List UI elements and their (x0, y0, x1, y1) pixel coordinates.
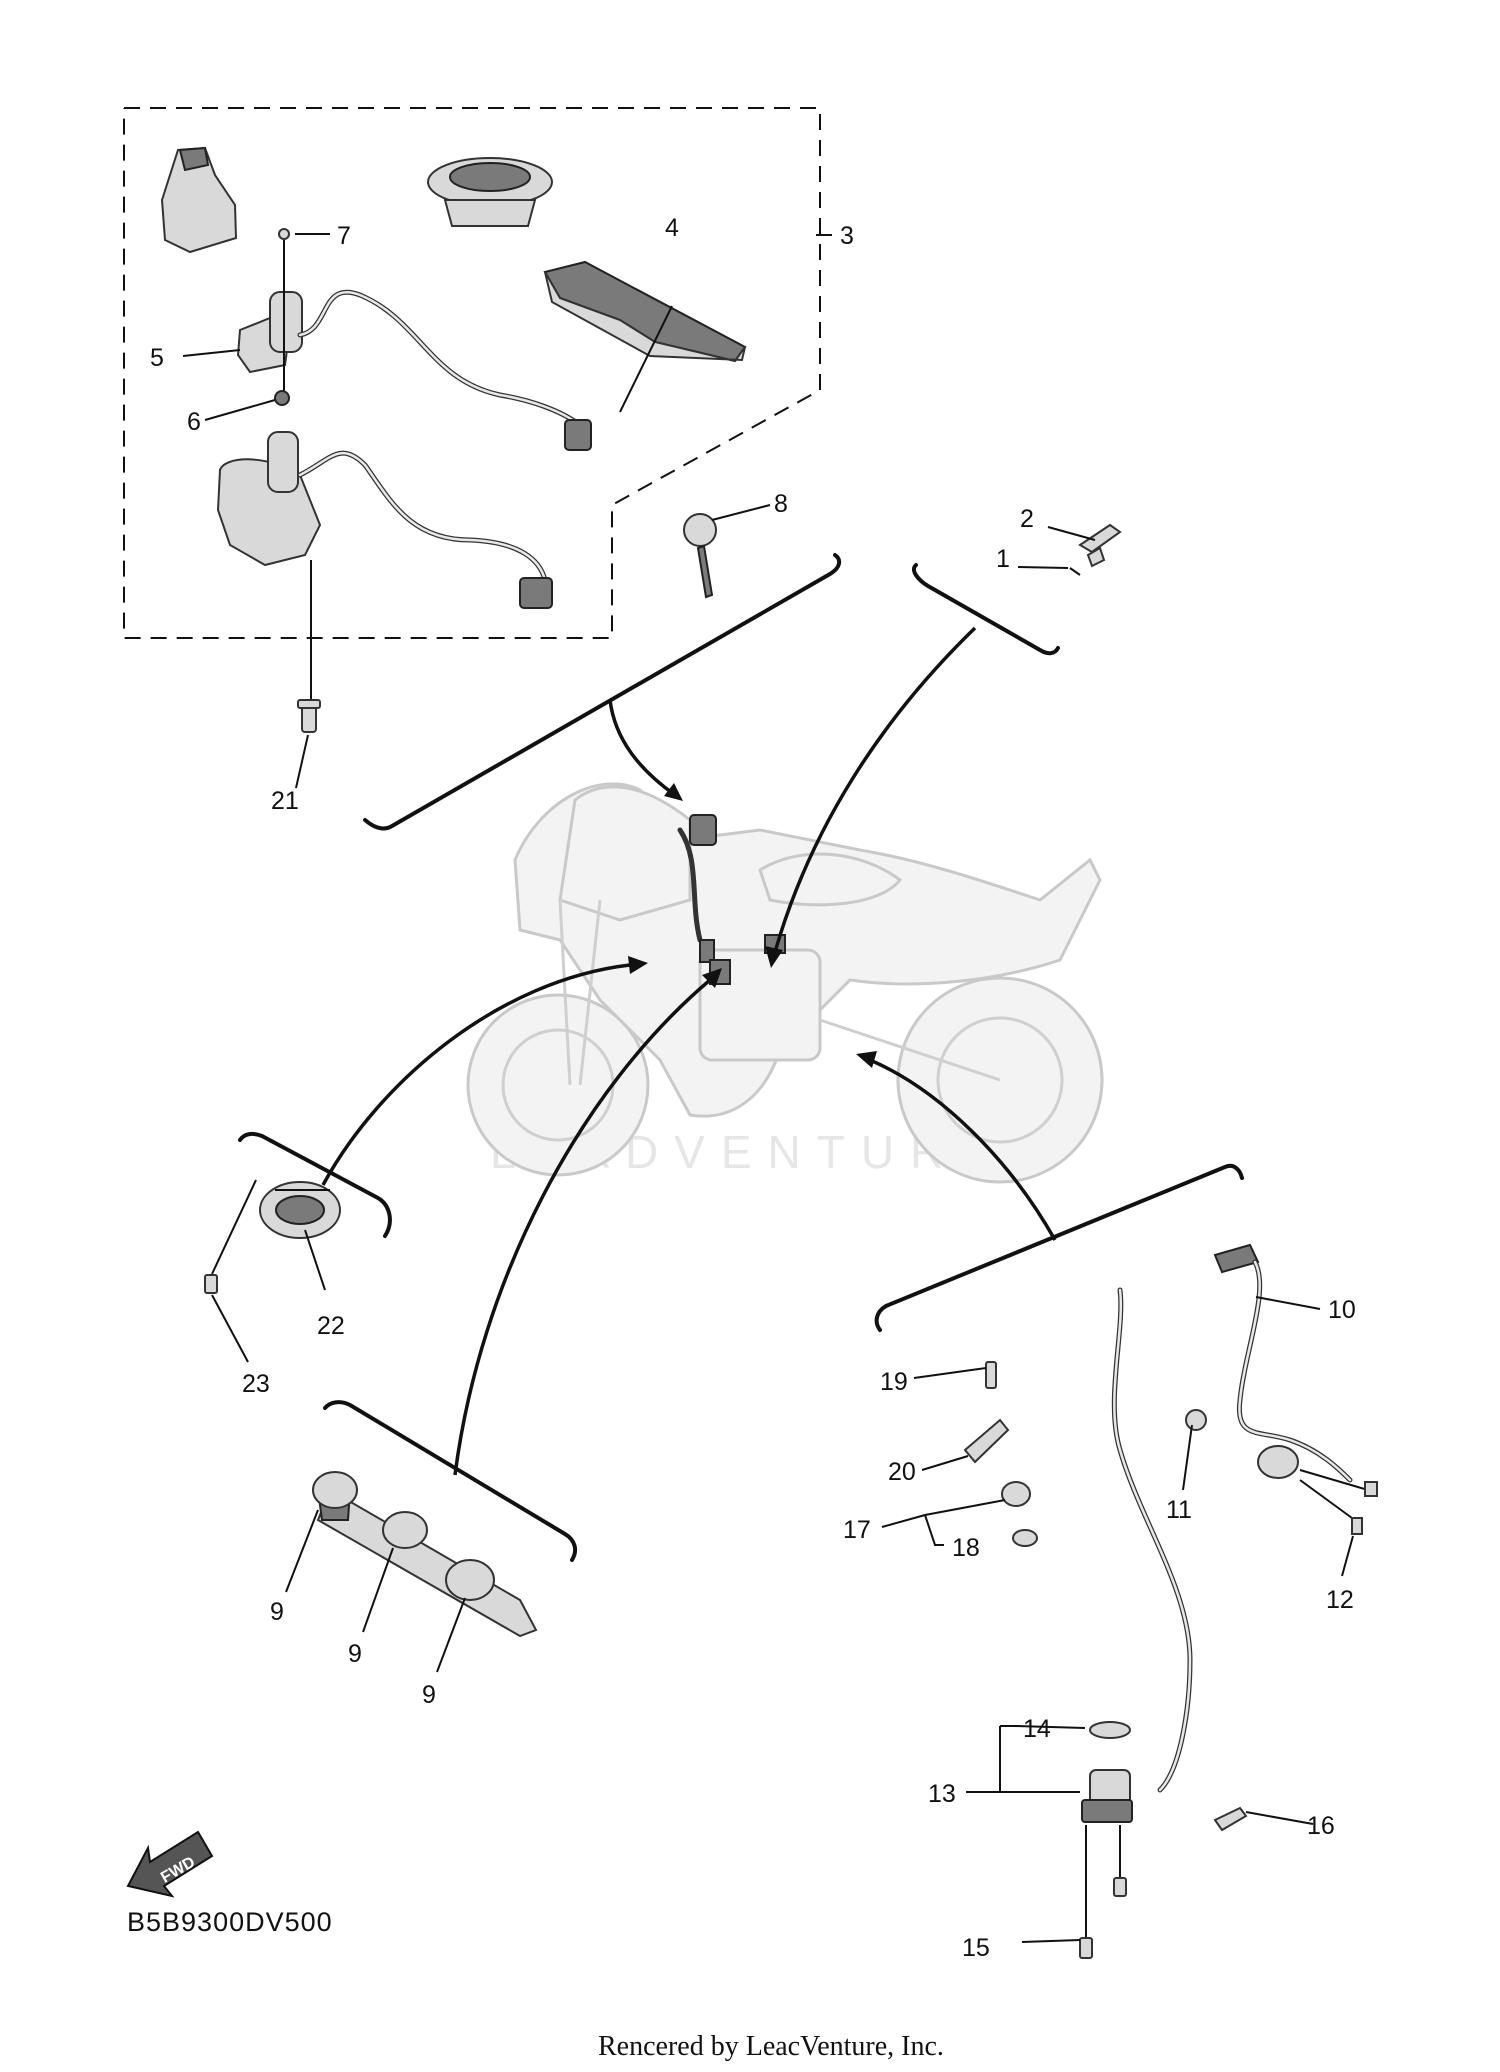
lock-assembly-part (216, 431, 553, 700)
callout-4: 4 (665, 214, 679, 242)
callout-10: 10 (1328, 1296, 1356, 1324)
key-part-8 (683, 513, 717, 599)
small-parts-17-20 (963, 1361, 1038, 1547)
callout-9-third: 9 (422, 1681, 436, 1709)
screw-part-21 (297, 699, 321, 733)
diagram-code: B5B9300DV500 (127, 1907, 333, 1937)
callout-8: 8 (774, 490, 788, 518)
callout-1: 1 (996, 545, 1010, 573)
callout-5: 5 (150, 344, 164, 372)
bracket-22-23 (238, 1131, 392, 1238)
bolt-part-23 (204, 1274, 218, 1294)
kit-bracket-part (160, 146, 238, 254)
callout-9-first: 9 (270, 1598, 284, 1626)
callout-18: 18 (952, 1534, 980, 1562)
sensor-cable-part-13 (1079, 1287, 1248, 1959)
callout-9-second: 9 (348, 1640, 362, 1668)
bracket-1-2 (911, 563, 1060, 656)
callout-12: 12 (1326, 1586, 1354, 1614)
callout-17: 17 (843, 1516, 871, 1544)
callout-22: 22 (317, 1312, 345, 1340)
ignition-coils-part-9 (312, 1471, 538, 1638)
sensor-ring-part-22 (259, 1181, 341, 1239)
callout-3: 3 (840, 222, 854, 250)
callout-6: 6 (187, 408, 201, 436)
main-switch-part-5 (236, 228, 592, 451)
bracket-9 (323, 1400, 578, 1562)
callout-7: 7 (337, 222, 351, 250)
callout-21: 21 (271, 787, 299, 815)
callout-19: 19 (880, 1368, 908, 1396)
callout-11: 11 (1166, 1496, 1192, 1524)
fastener-part-2 (1078, 523, 1122, 568)
seat-pad-part-4 (543, 260, 747, 363)
callout-2: 2 (1020, 505, 1034, 533)
harness-part-10 (1185, 1243, 1378, 1535)
callout-16: 16 (1307, 1812, 1335, 1840)
fuel-cap-part (427, 157, 553, 227)
bracket-10-20 (874, 1163, 1244, 1332)
callout-15: 15 (962, 1934, 990, 1962)
callout-23: 23 (242, 1370, 270, 1398)
callout-14: 14 (1023, 1715, 1051, 1743)
fwd-arrow-icon: FWD (126, 1830, 214, 1898)
callout-20: 20 (888, 1458, 916, 1486)
leader-lines (182, 233, 1354, 1943)
callout-numbers: 1 2 3 4 5 6 7 8 9 9 9 10 11 12 13 14 15 … (150, 214, 1356, 1962)
pointer-arrows (321, 626, 1057, 1476)
clip-part-1 (1069, 567, 1081, 576)
callout-13: 13 (928, 1780, 956, 1808)
motorcycle-illustration (466, 782, 1104, 1184)
footer-credit: Rencered by LeacVenture, Inc. (598, 2031, 944, 2062)
